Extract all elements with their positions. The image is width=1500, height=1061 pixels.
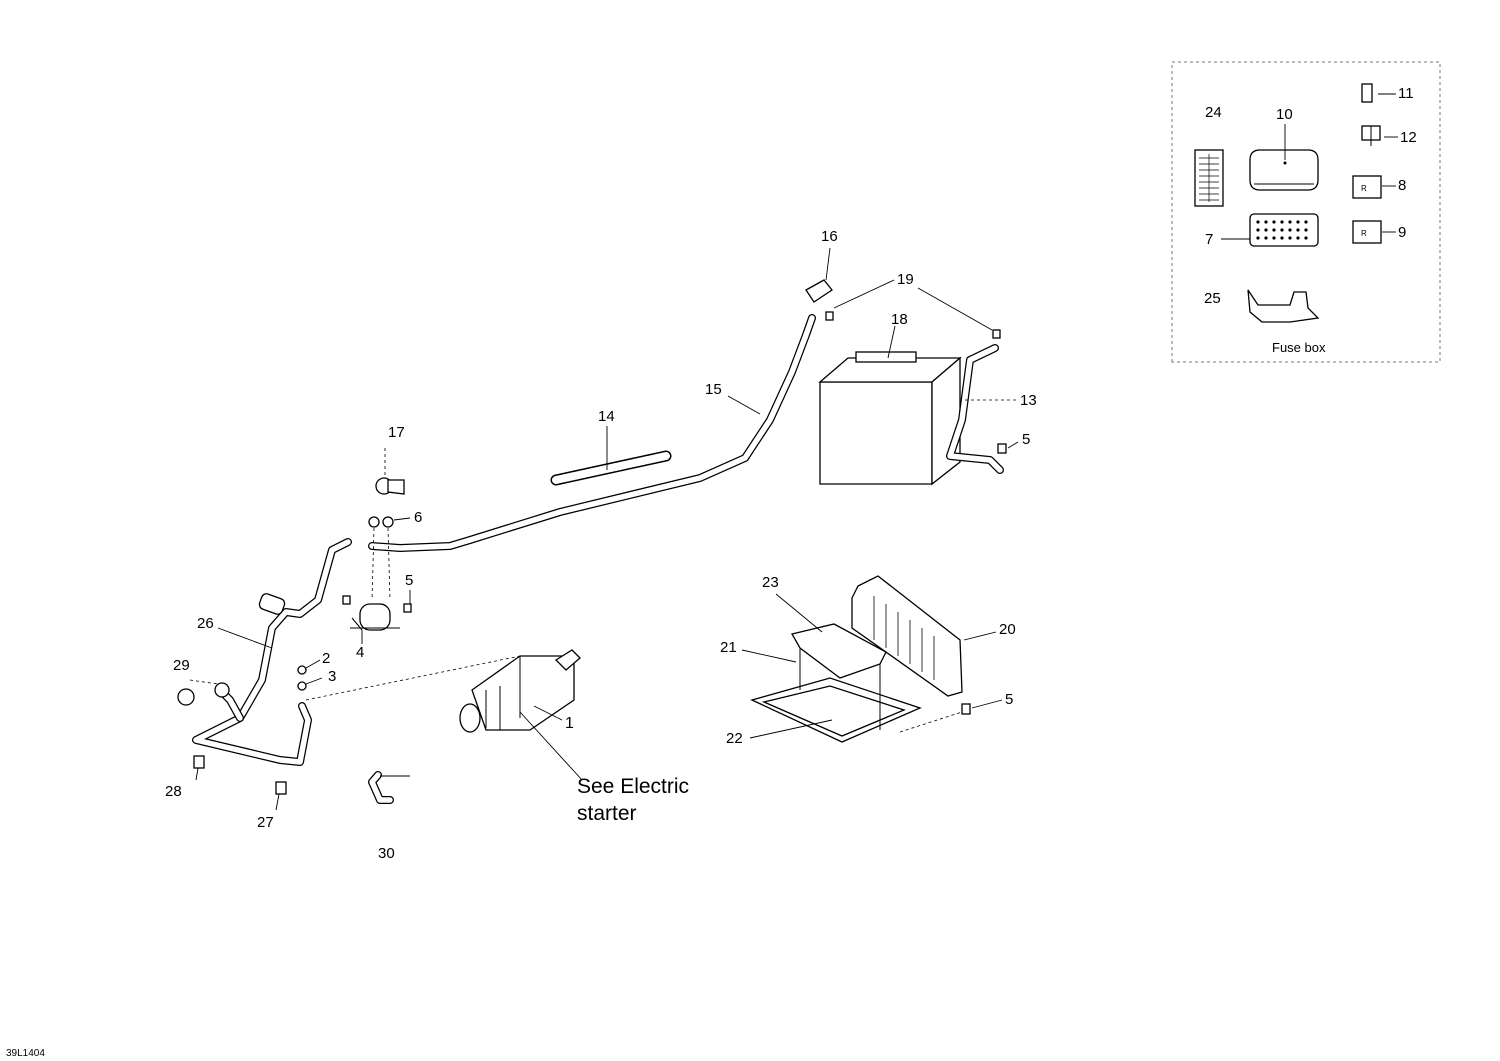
fuse-blade <box>1361 125 1398 146</box>
battery <box>818 325 962 486</box>
callout-6: 6 <box>414 509 423 526</box>
fuse-small <box>1361 83 1396 103</box>
leader-5-tray <box>899 711 963 733</box>
callout-10: 10 <box>1276 106 1293 123</box>
fuse-box-label-sheet <box>1194 149 1224 207</box>
fuse-box-base <box>1221 213 1319 247</box>
drawing-code: 39L1404 <box>6 1048 45 1059</box>
callout-24: 24 <box>1205 104 1222 121</box>
grommet-26 <box>258 593 286 615</box>
callout-2: 2 <box>322 650 331 667</box>
callout-18: 18 <box>891 311 908 328</box>
callout-26: 26 <box>197 615 214 632</box>
protective-sleeve <box>550 426 672 486</box>
grommet-29b <box>214 682 230 698</box>
nuts-6 <box>368 516 411 601</box>
grommet-29a <box>177 688 195 706</box>
relay-lower-mark: R <box>1361 229 1367 238</box>
clip-27 <box>275 781 287 811</box>
callout-11: 11 <box>1398 85 1414 102</box>
fuse-box-caption: Fuse box <box>1272 340 1326 355</box>
callout-25: 25 <box>1204 290 1221 307</box>
clip-28 <box>193 755 205 781</box>
note-see-electric-starter: See Electric starter <box>577 773 689 827</box>
callout-19: 19 <box>897 271 914 288</box>
callout-4: 4 <box>356 644 365 661</box>
note-line-2: starter <box>577 802 637 825</box>
callout-14: 14 <box>598 408 615 425</box>
positive-cable-15 <box>368 314 816 552</box>
callout-8: 8 <box>1398 177 1407 194</box>
terminal-cap-17 <box>375 448 405 495</box>
bolt-19b <box>992 329 1001 339</box>
fuse-box-bracket <box>1247 289 1320 323</box>
battery-tray <box>741 593 922 743</box>
callout-23: 23 <box>762 574 779 591</box>
washer-3 <box>297 681 307 691</box>
jumper-cable-30 <box>368 771 410 804</box>
leader-3 <box>305 677 323 685</box>
relay-lower: R <box>1352 220 1396 244</box>
callout-27: 27 <box>257 814 274 831</box>
fuse-box-cover <box>1249 124 1319 191</box>
callout-20: 20 <box>999 621 1016 638</box>
callout-9: 9 <box>1398 224 1407 241</box>
callout-28: 28 <box>165 783 182 800</box>
note-line-1: See Electric <box>577 775 690 798</box>
callout-29: 29 <box>173 657 190 674</box>
callout-22: 22 <box>726 730 743 747</box>
leader-5-battery <box>1007 441 1019 449</box>
leader-19 <box>833 279 993 331</box>
nut-2 <box>297 665 307 675</box>
callout-12: 12 <box>1400 129 1417 146</box>
electric-starter <box>305 649 583 781</box>
fuse-box-frame <box>1171 61 1441 363</box>
callout-16: 16 <box>821 228 838 245</box>
relay-upper: R <box>1352 175 1396 199</box>
callout-1: 1 <box>565 715 574 732</box>
callout-3: 3 <box>328 668 337 685</box>
relay-upper-mark: R <box>1361 184 1367 193</box>
callout-30: 30 <box>378 845 395 862</box>
callout-15: 15 <box>705 381 722 398</box>
starter-solenoid <box>342 590 412 644</box>
cable-cap-16 <box>805 247 833 303</box>
callout-5-solenoid: 5 <box>405 572 414 589</box>
leader-5-tray-b <box>971 699 1003 709</box>
callout-5-battery: 5 <box>1022 431 1031 448</box>
bolt-5-battery <box>997 443 1007 454</box>
leader-2 <box>305 659 321 669</box>
callout-7: 7 <box>1205 231 1214 248</box>
battery-cover <box>851 575 997 697</box>
callout-21: 21 <box>720 639 737 656</box>
bolt-5-tray <box>961 703 971 715</box>
callout-13: 13 <box>1020 392 1037 409</box>
leader-29 <box>189 679 219 685</box>
callout-17: 17 <box>388 424 405 441</box>
bolt-19a <box>825 311 834 321</box>
ground-cable-13 <box>946 344 1016 474</box>
callout-5-tray: 5 <box>1005 691 1014 708</box>
